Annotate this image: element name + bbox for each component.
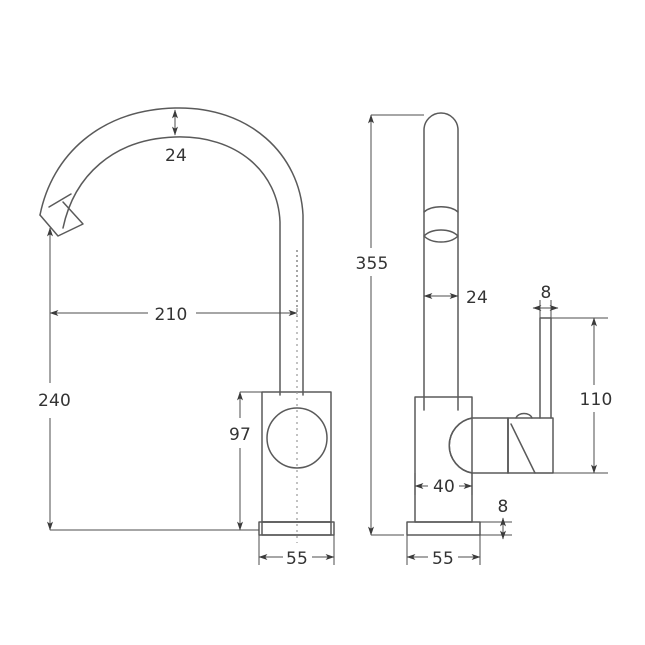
lever-handle-bar: [539, 317, 552, 419]
dim-base-plate-thickness: [480, 517, 512, 540]
dim-lever-thickness: [532, 300, 559, 318]
dim-base-diameter-front: [258, 535, 335, 565]
riser-band-upper: [423, 206, 459, 213]
dim-label-spout-tube-diameter: 24: [165, 146, 187, 166]
riser-band-lower-ellipse: [423, 229, 459, 243]
dim-label-body-height: 97: [229, 425, 251, 445]
dim-spout-outlet-height: [47, 227, 258, 531]
dim-label-spout-reach: 210: [154, 305, 187, 325]
dim-overall-height: [368, 114, 424, 536]
dim-label-overall-height: 355: [355, 254, 388, 274]
cartridge-housing-round-nose: [448, 417, 473, 474]
spout-outlet-band: [48, 193, 72, 208]
cartridge-housing: [448, 417, 509, 474]
dim-label-base-diameter-side: 55: [432, 549, 454, 569]
dim-lever-height: [535, 317, 608, 474]
lever-pivot-circle: [266, 407, 328, 469]
spout-inner-profile: [62, 136, 281, 396]
dim-body-depth: [414, 473, 473, 495]
dim-label-spout-outlet-height: 240: [38, 391, 71, 411]
riser-tube-side: [423, 112, 459, 411]
dim-base-diameter-side: [406, 535, 481, 565]
dim-label-lever-thickness: 8: [540, 283, 551, 303]
dim-body-height: [237, 391, 262, 531]
base-plate-front: [261, 521, 332, 536]
spout-outer-profile: [39, 107, 304, 396]
dim-label-lever-height: 110: [579, 390, 612, 410]
lever-mount-angle: [510, 423, 536, 474]
side-elevation-view: [406, 112, 554, 536]
dim-label-base-plate-thickness: 8: [497, 497, 508, 517]
dim-label-riser-diameter: 24: [466, 288, 488, 308]
spout-outlet: [39, 201, 84, 237]
dimension-layer: [47, 109, 608, 565]
dim-label-base-diameter-front: 55: [286, 549, 308, 569]
lever-pivot-cap: [515, 412, 533, 419]
base-plate-side: [406, 521, 481, 536]
front-elevation-view: [39, 107, 335, 536]
base-plate-front-wide: [258, 521, 335, 536]
dimension-text-layer: 24 210 240 97 55 355 24 40 55 8 8 110: [38, 146, 612, 569]
faucet-body-side: [414, 396, 473, 523]
dim-label-body-depth: 40: [433, 477, 455, 497]
